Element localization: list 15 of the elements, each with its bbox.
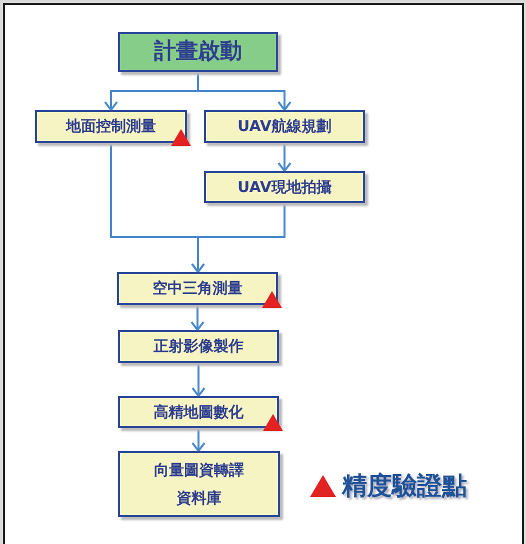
arrow — [192, 363, 206, 397]
legend-text: 精度驗證點 — [342, 470, 467, 502]
process-box: 高精地圖數化 — [118, 396, 279, 428]
process-box: 向量圖資轉譯資料庫 — [118, 451, 280, 517]
arrow — [197, 72, 292, 111]
arrow — [191, 203, 286, 273]
process-box: UAV航線規劃 — [204, 110, 365, 143]
process-box: 空中三角測量 — [117, 272, 278, 305]
arrow — [190, 305, 204, 331]
process-box: UAV現地拍攝 — [204, 171, 365, 203]
arrow — [192, 428, 206, 452]
process-box: 地面控制測量 — [35, 110, 187, 143]
arrow — [278, 143, 292, 172]
start-box: 計畫啟動 — [118, 32, 278, 72]
process-box: 正射影像製作 — [118, 330, 279, 363]
